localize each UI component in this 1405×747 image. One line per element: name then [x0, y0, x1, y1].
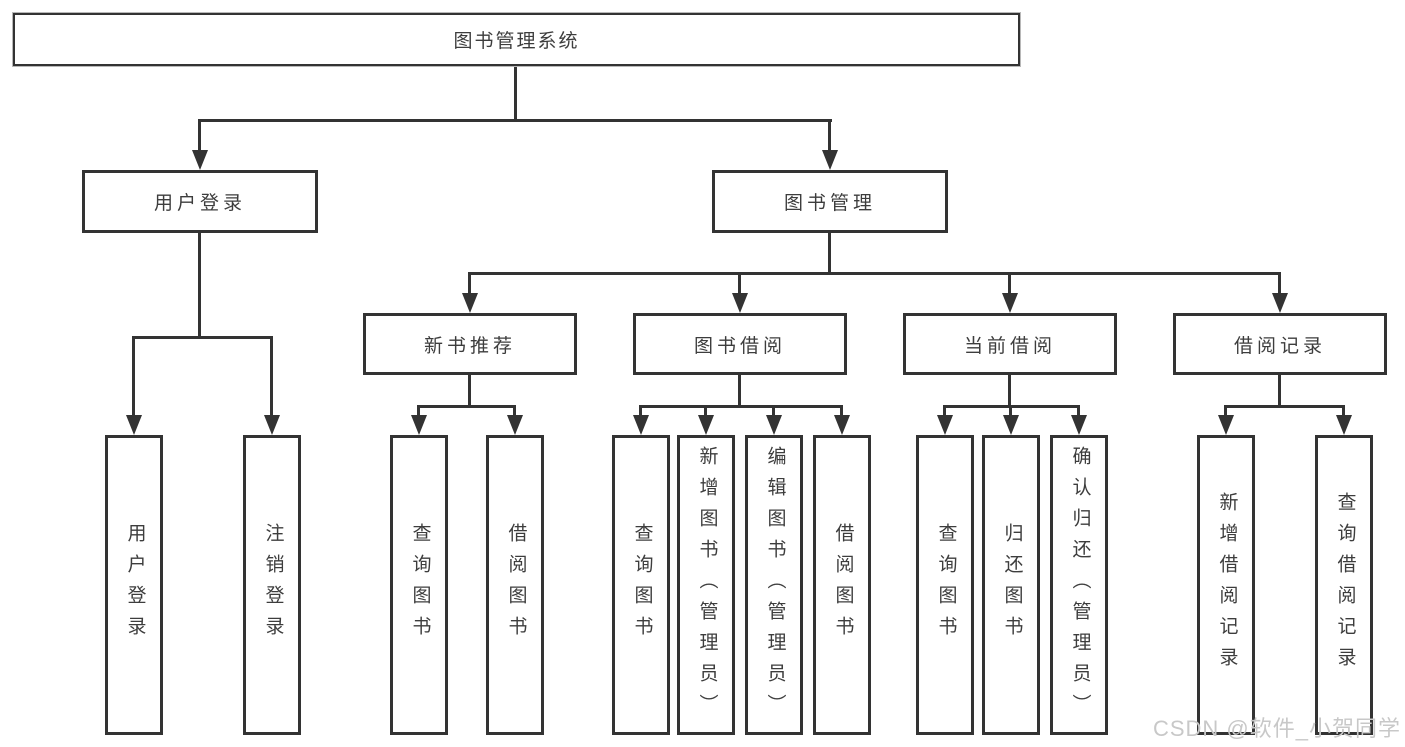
leaf-query-borrow-record: 查询借阅记录	[1315, 435, 1373, 735]
connector-stem	[132, 336, 135, 416]
connector-stem	[639, 405, 642, 417]
connector-stem	[738, 272, 741, 295]
leaf-label: 编辑图书（管理员）	[764, 445, 786, 725]
node-new-book-recommend: 新书推荐	[363, 313, 577, 375]
arrowhead-down-icon	[192, 150, 208, 170]
connector-hline	[1224, 405, 1345, 408]
connector-vline	[198, 233, 201, 338]
connector-hline	[198, 119, 832, 122]
connector-stem	[772, 405, 775, 417]
connector-stem	[513, 405, 516, 417]
node-borrow-record: 借阅记录	[1173, 313, 1387, 375]
arrowhead-down-icon	[732, 293, 748, 313]
arrowhead-down-icon	[1272, 293, 1288, 313]
node-book-management: 图书管理	[712, 170, 948, 233]
connector-vline	[514, 64, 517, 121]
connector-vline	[468, 375, 471, 408]
arrowhead-down-icon	[698, 415, 714, 435]
connector-stem	[270, 336, 273, 416]
leaf-label: 借阅图书	[505, 523, 527, 647]
node-root: 图书管理系统	[12, 12, 1021, 67]
connector-hline	[639, 405, 843, 408]
leaf-user-login: 用户登录	[105, 435, 163, 735]
connector-stem	[1224, 405, 1227, 417]
leaf-confirm-return-admin: 确认归还（管理员）	[1050, 435, 1108, 735]
connector-stem	[704, 405, 707, 417]
arrowhead-down-icon	[822, 150, 838, 170]
connector-hline	[132, 336, 273, 339]
connector-stem	[1278, 272, 1281, 295]
leaf-label: 查询借阅记录	[1334, 492, 1356, 678]
leaf-label: 新增借阅记录	[1216, 492, 1238, 678]
leaf-label: 查询图书	[631, 523, 653, 647]
leaf-label: 查询图书	[409, 523, 431, 647]
arrowhead-down-icon	[126, 415, 142, 435]
leaf-add-book-admin: 新增图书（管理员）	[677, 435, 735, 735]
node-user-login: 用户登录	[82, 170, 318, 233]
arrowhead-down-icon	[507, 415, 523, 435]
arrowhead-down-icon	[411, 415, 427, 435]
leaf-return-book: 归还图书	[982, 435, 1040, 735]
arrowhead-down-icon	[1218, 415, 1234, 435]
connector-stem	[1077, 405, 1080, 417]
leaf-query-book-1: 查询图书	[390, 435, 448, 735]
leaf-label: 注销登录	[262, 523, 284, 647]
leaf-borrow-book-1: 借阅图书	[486, 435, 544, 735]
connector-stem	[1008, 272, 1011, 295]
connector-vline	[738, 375, 741, 408]
arrowhead-down-icon	[264, 415, 280, 435]
connector-stem	[1009, 405, 1012, 417]
leaf-label: 新增图书（管理员）	[696, 445, 718, 725]
leaf-add-borrow-record: 新增借阅记录	[1197, 435, 1255, 735]
leaf-label: 用户登录	[124, 523, 146, 647]
connector-stem	[1342, 405, 1345, 417]
arrowhead-down-icon	[633, 415, 649, 435]
arrowhead-down-icon	[1071, 415, 1087, 435]
connector-stem	[828, 119, 831, 152]
connector-stem	[943, 405, 946, 417]
arrowhead-down-icon	[1336, 415, 1352, 435]
arrowhead-down-icon	[937, 415, 953, 435]
connector-stem	[198, 119, 201, 152]
connector-vline	[1278, 375, 1281, 408]
node-book-borrow: 图书借阅	[633, 313, 847, 375]
leaf-label: 借阅图书	[832, 523, 854, 647]
connector-vline	[1008, 375, 1011, 408]
connector-stem	[417, 405, 420, 417]
connector-stem	[840, 405, 843, 417]
connector-hline	[468, 272, 1281, 275]
connector-stem	[468, 272, 471, 295]
arrowhead-down-icon	[766, 415, 782, 435]
leaf-label: 确认归还（管理员）	[1069, 445, 1091, 725]
watermark: CSDN @软件_小贺同学	[1152, 716, 1401, 741]
node-current-borrow: 当前借阅	[903, 313, 1117, 375]
leaf-label: 查询图书	[935, 523, 957, 647]
connector-vline	[828, 233, 831, 274]
leaf-borrow-book-2: 借阅图书	[813, 435, 871, 735]
leaf-query-book-3: 查询图书	[916, 435, 974, 735]
leaf-edit-book-admin: 编辑图书（管理员）	[745, 435, 803, 735]
connector-hline	[417, 405, 516, 408]
arrowhead-down-icon	[1002, 293, 1018, 313]
leaf-label: 归还图书	[1001, 523, 1023, 647]
leaf-query-book-2: 查询图书	[612, 435, 670, 735]
leaf-logout: 注销登录	[243, 435, 301, 735]
arrowhead-down-icon	[834, 415, 850, 435]
arrowhead-down-icon	[462, 293, 478, 313]
arrowhead-down-icon	[1003, 415, 1019, 435]
